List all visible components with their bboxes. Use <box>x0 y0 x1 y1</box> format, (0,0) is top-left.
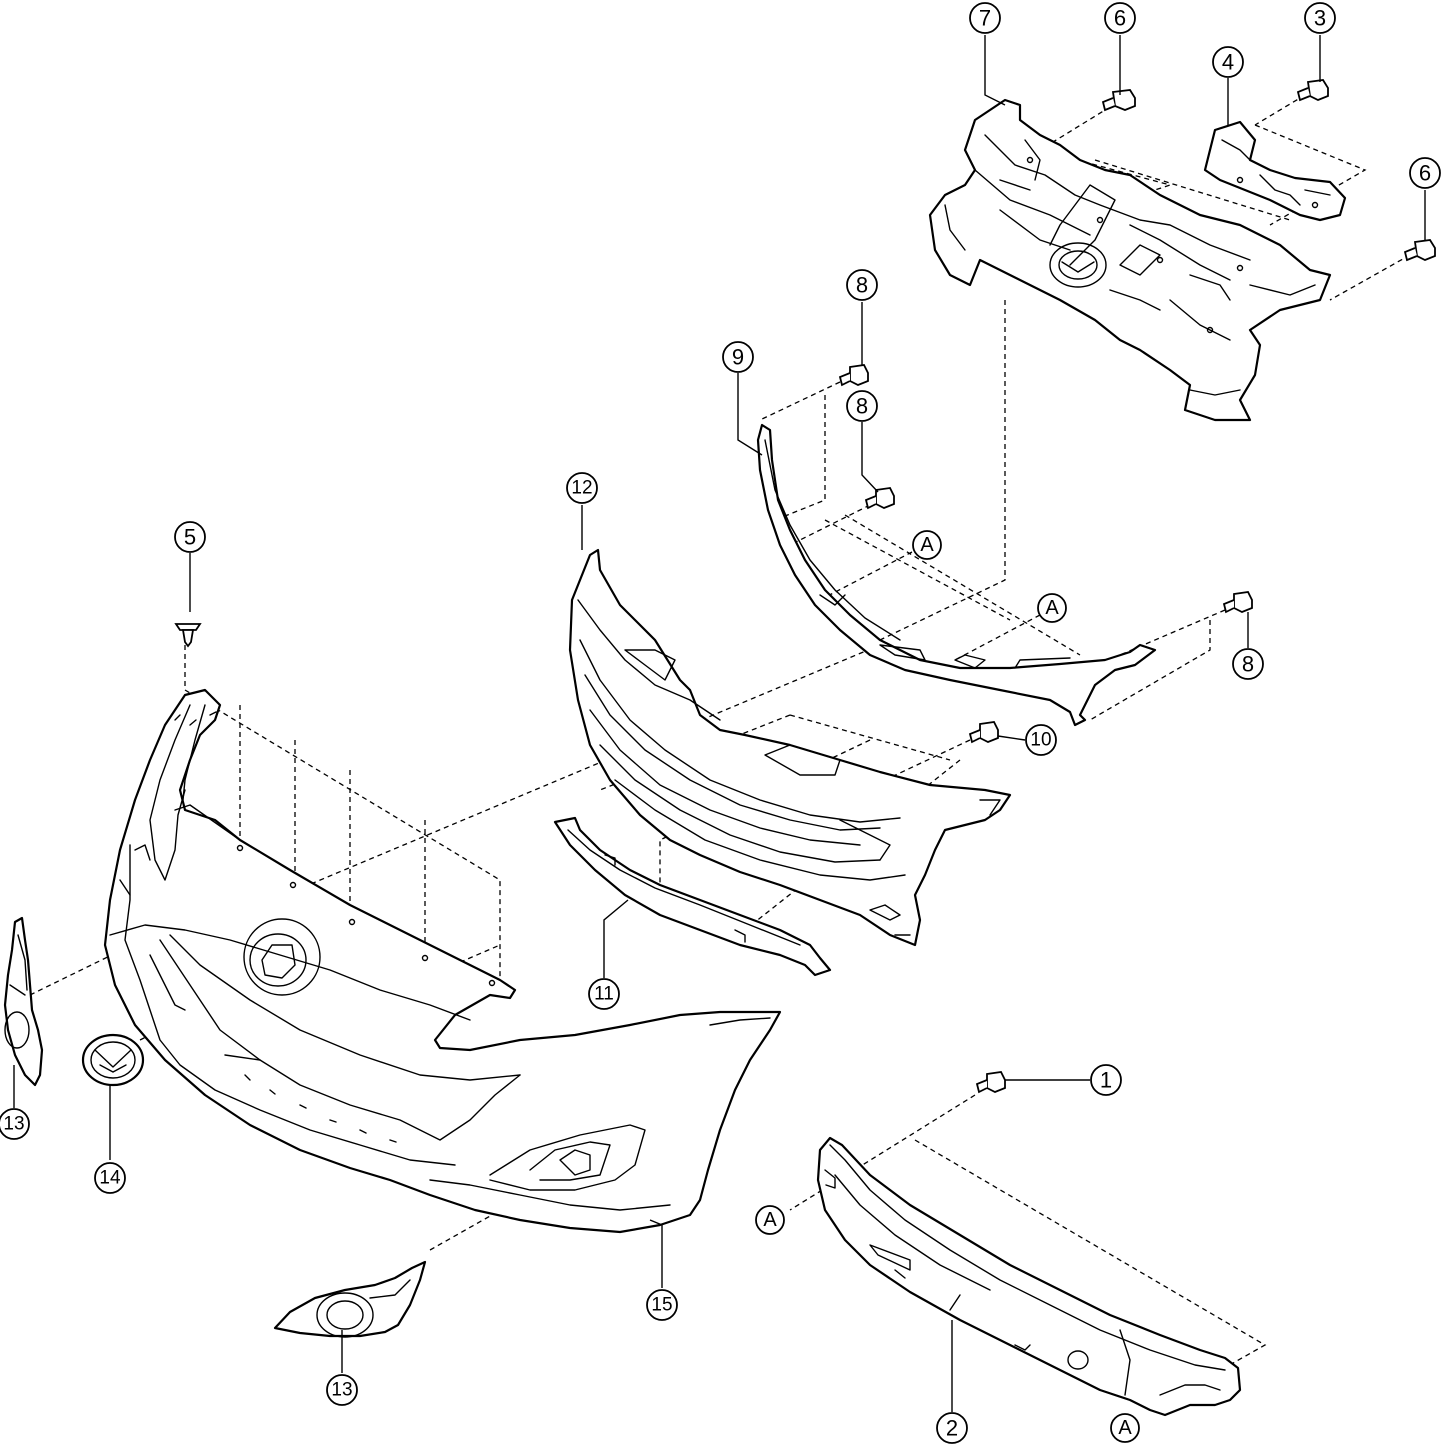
reference-a: A <box>755 1205 785 1235</box>
svg-text:9: 9 <box>732 345 744 370</box>
callout-2: 2 <box>936 1412 968 1444</box>
front-bumper-fascia-part-15 <box>103 688 782 1234</box>
lower-molding-part-11 <box>553 816 832 977</box>
leader-lines <box>13 35 1426 1412</box>
front-emblem-part-14 <box>81 1033 145 1087</box>
callout-6: 6 <box>1104 2 1136 34</box>
reference-a: A <box>1037 593 1067 623</box>
svg-text:6: 6 <box>1114 6 1126 31</box>
svg-text:3: 3 <box>1314 6 1326 31</box>
fog-lamp-bezel-bottom-part-13 <box>273 1260 427 1338</box>
svg-text:8: 8 <box>1242 652 1254 677</box>
svg-text:12: 12 <box>571 478 592 499</box>
callout-12: 12 <box>566 472 598 504</box>
svg-text:5: 5 <box>184 525 196 550</box>
callout-13: 13 <box>326 1374 358 1406</box>
callout-9: 9 <box>722 341 754 373</box>
svg-text:15: 15 <box>651 1295 672 1316</box>
bracket-part-4 <box>1203 120 1347 222</box>
grille-bracket-part-9 <box>756 423 1157 727</box>
svg-text:13: 13 <box>331 1380 352 1401</box>
fasteners <box>174 79 1436 1094</box>
svg-text:A: A <box>1045 597 1059 619</box>
svg-text:A: A <box>920 534 934 556</box>
svg-text:1: 1 <box>1100 1068 1112 1093</box>
svg-text:10: 10 <box>1030 730 1051 751</box>
callout-8: 8 <box>846 269 878 301</box>
callout-15: 15 <box>646 1289 678 1321</box>
callout-5: 5 <box>174 521 206 553</box>
callout-11: 11 <box>588 978 620 1010</box>
clip-icon <box>838 364 869 387</box>
clip-icon <box>1296 79 1329 102</box>
svg-text:4: 4 <box>1222 50 1234 75</box>
svg-text:2: 2 <box>946 1416 958 1441</box>
svg-text:7: 7 <box>979 6 991 31</box>
clip-icon <box>1101 89 1136 112</box>
svg-text:8: 8 <box>856 394 868 419</box>
callout-14: 14 <box>94 1162 126 1194</box>
svg-text:14: 14 <box>99 1168 121 1189</box>
radiator-grille-part-12 <box>568 548 1012 947</box>
callout-8: 8 <box>1232 648 1264 680</box>
bumper-absorber-part-2 <box>816 1136 1242 1417</box>
clip-icon <box>1403 239 1436 262</box>
clip-icon <box>1222 591 1253 614</box>
push-pin-icon <box>174 623 202 648</box>
reference-markers: A A A A <box>755 530 1140 1443</box>
svg-text:6: 6 <box>1419 161 1431 186</box>
clip-icon <box>864 487 895 510</box>
callout-6: 6 <box>1409 157 1441 189</box>
clip-icon <box>968 721 999 744</box>
radiator-support-upper <box>928 98 1332 422</box>
callout-3: 3 <box>1304 2 1336 34</box>
clip-icon <box>975 1071 1006 1094</box>
svg-text:8: 8 <box>856 273 868 298</box>
callout-1: 1 <box>1090 1064 1122 1096</box>
svg-text:11: 11 <box>594 984 614 1005</box>
callout-4: 4 <box>1212 46 1244 78</box>
callout-10: 10 <box>1025 724 1057 756</box>
svg-text:A: A <box>763 1209 777 1231</box>
fog-lamp-bezel-left-part-13 <box>3 916 44 1087</box>
callout-8: 8 <box>846 390 878 422</box>
reference-a: A <box>1110 1413 1140 1443</box>
svg-text:A: A <box>1118 1417 1132 1439</box>
callout-13: 13 <box>0 1108 30 1140</box>
reference-a: A <box>912 530 942 560</box>
svg-text:13: 13 <box>3 1114 24 1135</box>
callout-7: 7 <box>969 2 1001 34</box>
